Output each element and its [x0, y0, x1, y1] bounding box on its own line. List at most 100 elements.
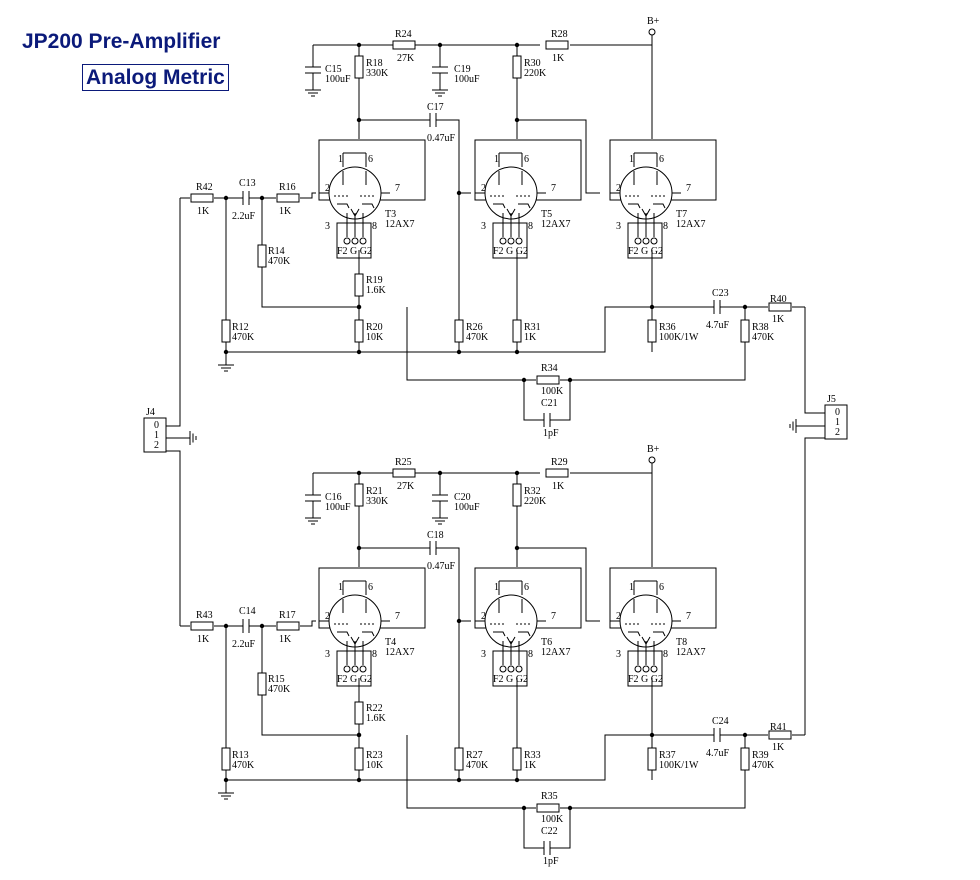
resistor-ref: R37 — [659, 750, 676, 761]
tube-t6 — [474, 567, 582, 687]
tube-pin-label: 2 — [325, 611, 330, 622]
resistor-ref: R19 — [366, 275, 383, 286]
capacitor-ref: C22 — [541, 826, 558, 837]
resistor-value: 27K — [397, 53, 415, 64]
junction-dot — [456, 349, 462, 355]
resistor-r32 — [512, 483, 522, 507]
resistor-ref: R13 — [232, 750, 249, 761]
ground-symbol — [305, 89, 321, 97]
ground-symbol — [305, 517, 321, 525]
junction-dot — [356, 777, 362, 783]
wire — [523, 808, 544, 849]
connector-pin-label: 0 — [154, 420, 159, 431]
capacitor-ref: C19 — [454, 64, 471, 75]
wire — [226, 306, 652, 353]
wire — [300, 192, 316, 199]
tube-ref: T5 — [541, 209, 552, 220]
resistor-value: 470K — [752, 332, 775, 343]
resistor-value: 470K — [232, 760, 255, 771]
tube-pin-label: 3 — [325, 221, 330, 232]
capacitor-ref: C13 — [239, 178, 256, 189]
resistor-r30 — [512, 55, 522, 79]
junction-dot — [356, 732, 362, 738]
resistor-r31 — [512, 319, 522, 343]
connector-j4 — [143, 417, 167, 453]
tube-pin-label: 6 — [524, 582, 529, 593]
tube-pin-label: 6 — [368, 582, 373, 593]
resistor-value: 330K — [366, 496, 389, 507]
capacitor-value: 100uF — [325, 502, 351, 513]
tube-base-label: F2 G G2 — [337, 246, 372, 257]
tube-pin-label: 1 — [494, 582, 499, 593]
wire — [261, 695, 359, 736]
resistor-r39 — [740, 747, 750, 771]
resistor-value: 1K — [552, 53, 565, 64]
resistor-r42 — [190, 193, 214, 203]
tube-t7 — [609, 139, 717, 259]
capacitor-value: 0.47uF — [427, 133, 456, 144]
capacitor-value: 1pF — [543, 856, 559, 867]
resistor-value: 1.6K — [366, 285, 387, 296]
capacitor-ref: C24 — [712, 716, 729, 727]
resistor-ref: R15 — [268, 674, 285, 685]
tube-pin-label: 1 — [494, 154, 499, 165]
resistor-ref: R36 — [659, 322, 676, 333]
tube-pin-label: 7 — [686, 183, 691, 194]
tube-pin-label: 3 — [616, 649, 621, 660]
resistor-r26 — [454, 319, 464, 343]
tube-pin-label: 6 — [368, 154, 373, 165]
resistor-value: 1K — [279, 634, 292, 645]
resistor-r18 — [354, 55, 364, 79]
resistor-ref: R40 — [770, 294, 787, 305]
resistor-ref: R26 — [466, 322, 483, 333]
tube-pin-label: 3 — [325, 649, 330, 660]
connector-pin-label: 1 — [154, 430, 159, 441]
wire — [166, 450, 181, 626]
resistor-ref: R27 — [466, 750, 483, 761]
tube-pin-label: 1 — [338, 154, 343, 165]
tube-pin-label: 3 — [481, 649, 486, 660]
resistor-r22 — [354, 701, 364, 725]
junction-dot — [356, 349, 362, 355]
connector-pin-label: 2 — [835, 427, 840, 438]
tube-t5 — [474, 139, 582, 259]
resistor-value: 470K — [466, 332, 489, 343]
resistor-value: 1K — [279, 206, 292, 217]
page-subtitle: Analog Metric — [82, 64, 229, 91]
tube-base-label: F2 G G2 — [628, 246, 663, 257]
tube-pin-label: 8 — [372, 221, 377, 232]
resistor-value: 1K — [197, 634, 210, 645]
supply-label: B+ — [647, 444, 660, 455]
ground-symbol — [218, 792, 234, 800]
tube-pin-label: 1 — [338, 582, 343, 593]
capacitor-value: 4.7uF — [706, 748, 730, 759]
tube-pin-label: 3 — [616, 221, 621, 232]
resistor-ref: R42 — [196, 182, 213, 193]
wire — [300, 620, 316, 627]
wire — [550, 380, 571, 421]
resistor-r27 — [454, 747, 464, 771]
resistor-value: 470K — [752, 760, 775, 771]
tube-t4 — [318, 567, 426, 687]
capacitor-value: 100uF — [454, 502, 480, 513]
resistor-r40 — [768, 302, 792, 312]
resistor-r14 — [257, 244, 267, 268]
resistor-value: 330K — [366, 68, 389, 79]
tube-pin-label: 6 — [659, 154, 664, 165]
resistor-r16 — [276, 193, 300, 203]
resistor-ref: R22 — [366, 703, 383, 714]
resistor-value: 470K — [232, 332, 255, 343]
wire — [523, 380, 544, 421]
resistor-value: 470K — [268, 684, 291, 695]
resistor-r13 — [221, 747, 231, 771]
resistor-value: 470K — [466, 760, 489, 771]
resistor-value: 100K/1W — [659, 332, 699, 343]
resistor-r21 — [354, 483, 364, 507]
resistor-ref: R38 — [752, 322, 769, 333]
connector-pin-label: 1 — [835, 417, 840, 428]
capacitor-ref: C18 — [427, 530, 444, 541]
ground-symbol — [789, 419, 797, 433]
connector-pin-label: 0 — [835, 407, 840, 418]
resistor-r20 — [354, 319, 364, 343]
